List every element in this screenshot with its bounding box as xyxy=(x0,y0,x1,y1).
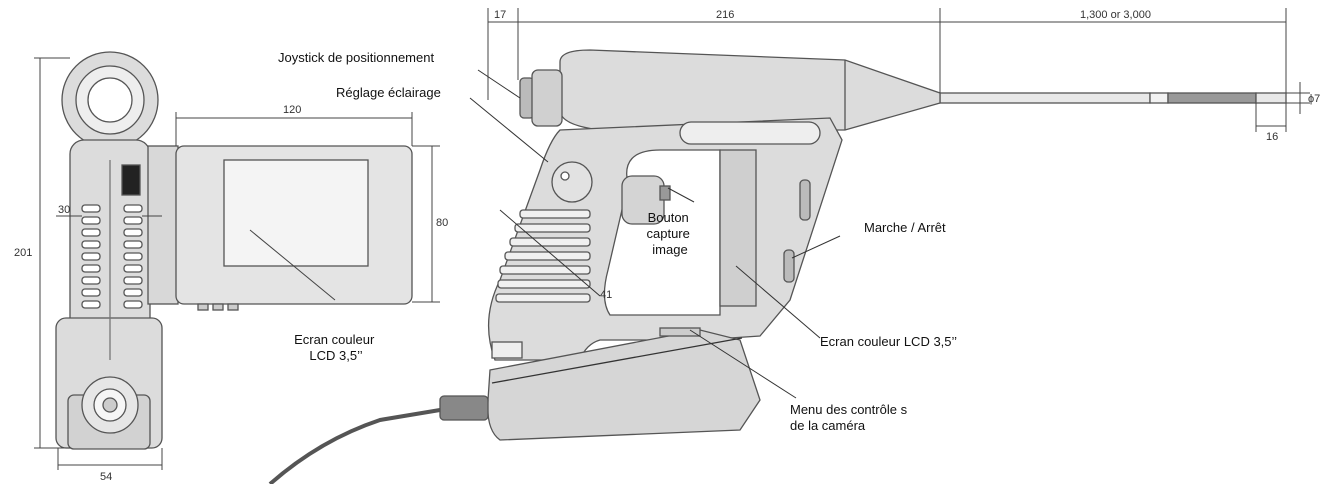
screen-side-view xyxy=(147,145,413,311)
side-buttons xyxy=(799,179,811,221)
lighting-knob xyxy=(551,161,593,203)
side-switch xyxy=(121,164,141,196)
label-joystick: Joystick de positionnement xyxy=(278,50,434,65)
dim-phi7: ϕ7 xyxy=(1308,93,1320,105)
capture-button xyxy=(659,185,671,201)
dim-80: 80 xyxy=(436,217,448,229)
label-menu-line2: de la caméra xyxy=(790,418,866,433)
dim-30: 30 xyxy=(58,204,70,216)
dim-17: 17 xyxy=(494,9,506,21)
cable xyxy=(268,395,489,484)
side-view xyxy=(487,49,1287,441)
power-switch xyxy=(783,249,795,283)
label-marche-arret: Marche / Arrêt xyxy=(864,220,946,235)
grip-slots-left xyxy=(81,204,101,309)
grip-slots-right xyxy=(123,204,143,309)
dim-1300: 1,300 or 3,000 xyxy=(1080,9,1151,21)
label-menu: Menu des contrôle s de la caméra xyxy=(790,402,911,433)
head-cone xyxy=(559,49,941,131)
left-dimension-lines xyxy=(34,57,440,470)
label-ecran-right: Ecran couleur LCD 3,5’’ xyxy=(820,334,957,349)
label-ecran-left: Ecran couleur LCD 3,5’’ xyxy=(294,332,378,363)
dim-216: 216 xyxy=(716,9,734,21)
screen-hinge xyxy=(147,145,179,305)
label-bouton-capture: Bouton capture image xyxy=(647,210,694,257)
menu-buttons xyxy=(659,327,701,337)
leader-lines xyxy=(469,69,841,399)
label-bouton-line1: Bouton xyxy=(648,210,689,225)
joystick-center xyxy=(87,77,133,123)
connector-pin xyxy=(102,397,118,413)
probe-tip xyxy=(1255,92,1287,104)
dim-201: 201 xyxy=(14,247,32,259)
cable-connector xyxy=(439,395,489,421)
dim-54: 54 xyxy=(100,471,112,483)
dim-120: 120 xyxy=(283,104,301,116)
screen-panel xyxy=(719,149,757,307)
label-bouton-line2: capture xyxy=(647,226,690,241)
label-eclairage: Réglage éclairage xyxy=(336,85,441,100)
dim-41: 41 xyxy=(600,289,612,301)
right-dimension-lines xyxy=(487,8,1310,132)
front-view xyxy=(55,51,163,450)
dim-16: 16 xyxy=(1266,131,1278,143)
probe-braided-tip xyxy=(1167,92,1257,104)
grip-ribs xyxy=(495,209,591,303)
top-slot xyxy=(679,121,821,145)
label-ecran-left-line1: Ecran couleur xyxy=(294,332,375,347)
label-ecran-left-line2: LCD 3,5’’ xyxy=(309,348,362,363)
lcd-screen xyxy=(223,159,369,267)
label-bouton-line3: image xyxy=(652,242,687,257)
probe-shaft xyxy=(939,92,1151,104)
label-menu-line1: Menu des contrôle s xyxy=(790,402,908,417)
